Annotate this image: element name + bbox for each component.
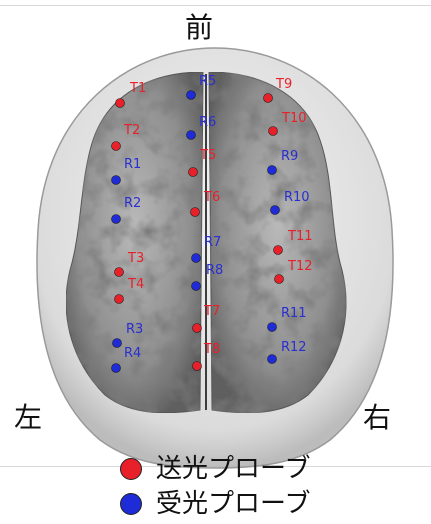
probe-t11-label: T11 — [287, 229, 312, 244]
probe-t5-dot — [189, 168, 198, 177]
probe-r3-label: R3 — [126, 322, 143, 337]
probe-t5-label: T5 — [199, 148, 216, 163]
probe-r10-label: R10 — [284, 190, 310, 205]
legend-emitter: 送光プローブ — [120, 456, 310, 482]
probe-t11-dot — [274, 246, 283, 255]
probe-t12-label: T12 — [287, 259, 312, 274]
probe-r3-dot — [113, 339, 122, 348]
right-label: 右 — [363, 404, 391, 432]
probe-r12-dot — [268, 355, 277, 364]
legend-receiver-label: 受光プローブ — [156, 491, 310, 517]
probe-t9-label: T9 — [275, 77, 292, 92]
probe-r12-label: R12 — [281, 340, 307, 355]
probe-t4-dot — [115, 295, 124, 304]
probe-r10-dot — [271, 206, 280, 215]
probe-r1-label: R1 — [124, 157, 141, 172]
probe-t6-dot — [191, 208, 200, 217]
probe-r11-label: R11 — [281, 306, 307, 321]
probe-t10-dot — [269, 127, 278, 136]
left-label: 左 — [14, 404, 42, 432]
probe-r8-label: R8 — [206, 263, 223, 278]
probe-r8-dot — [192, 282, 201, 291]
legend-receiver: 受光プローブ — [120, 491, 310, 517]
probe-t2-dot — [112, 142, 121, 151]
probe-t7-dot — [193, 324, 202, 333]
probe-r2-label: R2 — [124, 196, 141, 211]
probe-t4-label: T4 — [127, 277, 144, 292]
receiver-dot-icon — [120, 493, 142, 515]
probe-t1-dot — [116, 99, 125, 108]
probe-t8-label: T8 — [203, 342, 220, 357]
probe-t12-dot — [275, 275, 284, 284]
probe-t2-label: T2 — [123, 123, 140, 138]
probe-r9-label: R9 — [281, 149, 298, 164]
probe-t10-label: T10 — [281, 111, 306, 126]
probe-r6-label: R6 — [199, 115, 216, 130]
probe-t9-dot — [264, 94, 273, 103]
probe-r4-label: R4 — [124, 346, 141, 361]
probe-r5-label: R5 — [199, 74, 216, 89]
probe-r1-dot — [112, 176, 121, 185]
probe-r4-dot — [112, 364, 121, 373]
probe-t7-label: T7 — [203, 304, 220, 319]
probe-r5-dot — [187, 91, 196, 100]
probe-t1-label: T1 — [129, 81, 146, 96]
legend-emitter-label: 送光プローブ — [156, 456, 310, 482]
probe-r7-label: R7 — [204, 235, 221, 250]
emitter-dot-icon — [120, 458, 142, 480]
probe-t8-dot — [193, 362, 202, 371]
probe-t3-dot — [115, 268, 124, 277]
probe-t3-label: T3 — [127, 251, 144, 266]
probe-r9-dot — [268, 166, 277, 175]
probe-r11-dot — [268, 323, 277, 332]
probe-t6-label: T6 — [203, 190, 220, 205]
probe-r7-dot — [192, 254, 201, 263]
probe-r2-dot — [112, 215, 121, 224]
front-label: 前 — [185, 14, 213, 42]
probe-r6-dot — [187, 131, 196, 140]
